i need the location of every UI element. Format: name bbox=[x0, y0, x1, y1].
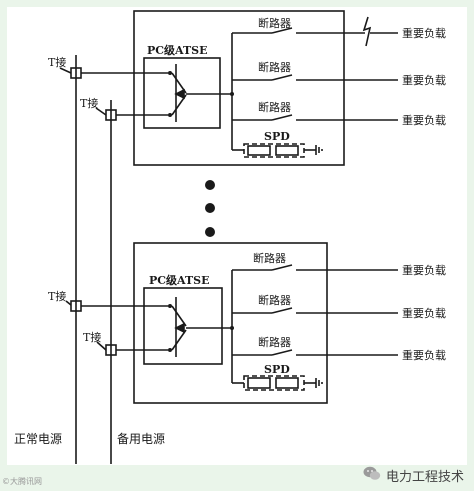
breaker-label-bottom-1: 断路器 bbox=[253, 251, 286, 265]
breaker-label-bottom-3: 断路器 bbox=[258, 335, 291, 349]
load-label-top-3: 重要负载 bbox=[402, 113, 446, 127]
spd-label-bottom: SPD bbox=[264, 363, 290, 376]
breaker-label-bottom-2: 断路器 bbox=[258, 293, 291, 307]
watermark-text: 电力工程技术 bbox=[385, 470, 464, 485]
ellipsis-dots bbox=[205, 180, 215, 237]
diagram-paper bbox=[7, 7, 467, 465]
load-label-bottom-1: 重要负载 bbox=[402, 263, 446, 277]
tap-label-normal-top: T接 bbox=[48, 56, 66, 69]
ats-panel-box-bottom bbox=[133, 242, 328, 404]
breaker-label-top-3: 断路器 bbox=[258, 100, 291, 114]
tap-label-normal-bottom: T接 bbox=[48, 290, 66, 303]
atse-box-top bbox=[143, 57, 221, 129]
watermark: 电力工程技术 bbox=[363, 466, 464, 485]
breaker-label-top-2: 断路器 bbox=[258, 60, 291, 74]
corner-logo-text: ©大腾讯网 bbox=[2, 477, 42, 486]
atse-label-top: PC级ATSE bbox=[147, 43, 207, 57]
load-label-bottom-2: 重要负载 bbox=[402, 306, 446, 320]
load-label-top-1: 重要负载 bbox=[402, 26, 446, 40]
atse-label-bottom: PC级ATSE bbox=[149, 273, 209, 287]
corner-logo: ©大腾讯网 bbox=[2, 476, 42, 487]
spd-label-top: SPD bbox=[264, 130, 290, 143]
atse-box-bottom bbox=[143, 287, 223, 365]
wechat-icon bbox=[363, 466, 381, 485]
load-label-top-2: 重要负载 bbox=[402, 73, 446, 87]
normal-supply-label: 正常电源 bbox=[14, 432, 62, 446]
tap-label-backup-bottom: T接 bbox=[83, 331, 101, 344]
ats-panel-box-top bbox=[133, 10, 345, 166]
breaker-label-top-1: 断路器 bbox=[258, 16, 291, 30]
backup-supply-label: 备用电源 bbox=[117, 432, 165, 446]
load-label-bottom-3: 重要负载 bbox=[402, 348, 446, 362]
tap-label-backup-top: T接 bbox=[80, 97, 98, 110]
